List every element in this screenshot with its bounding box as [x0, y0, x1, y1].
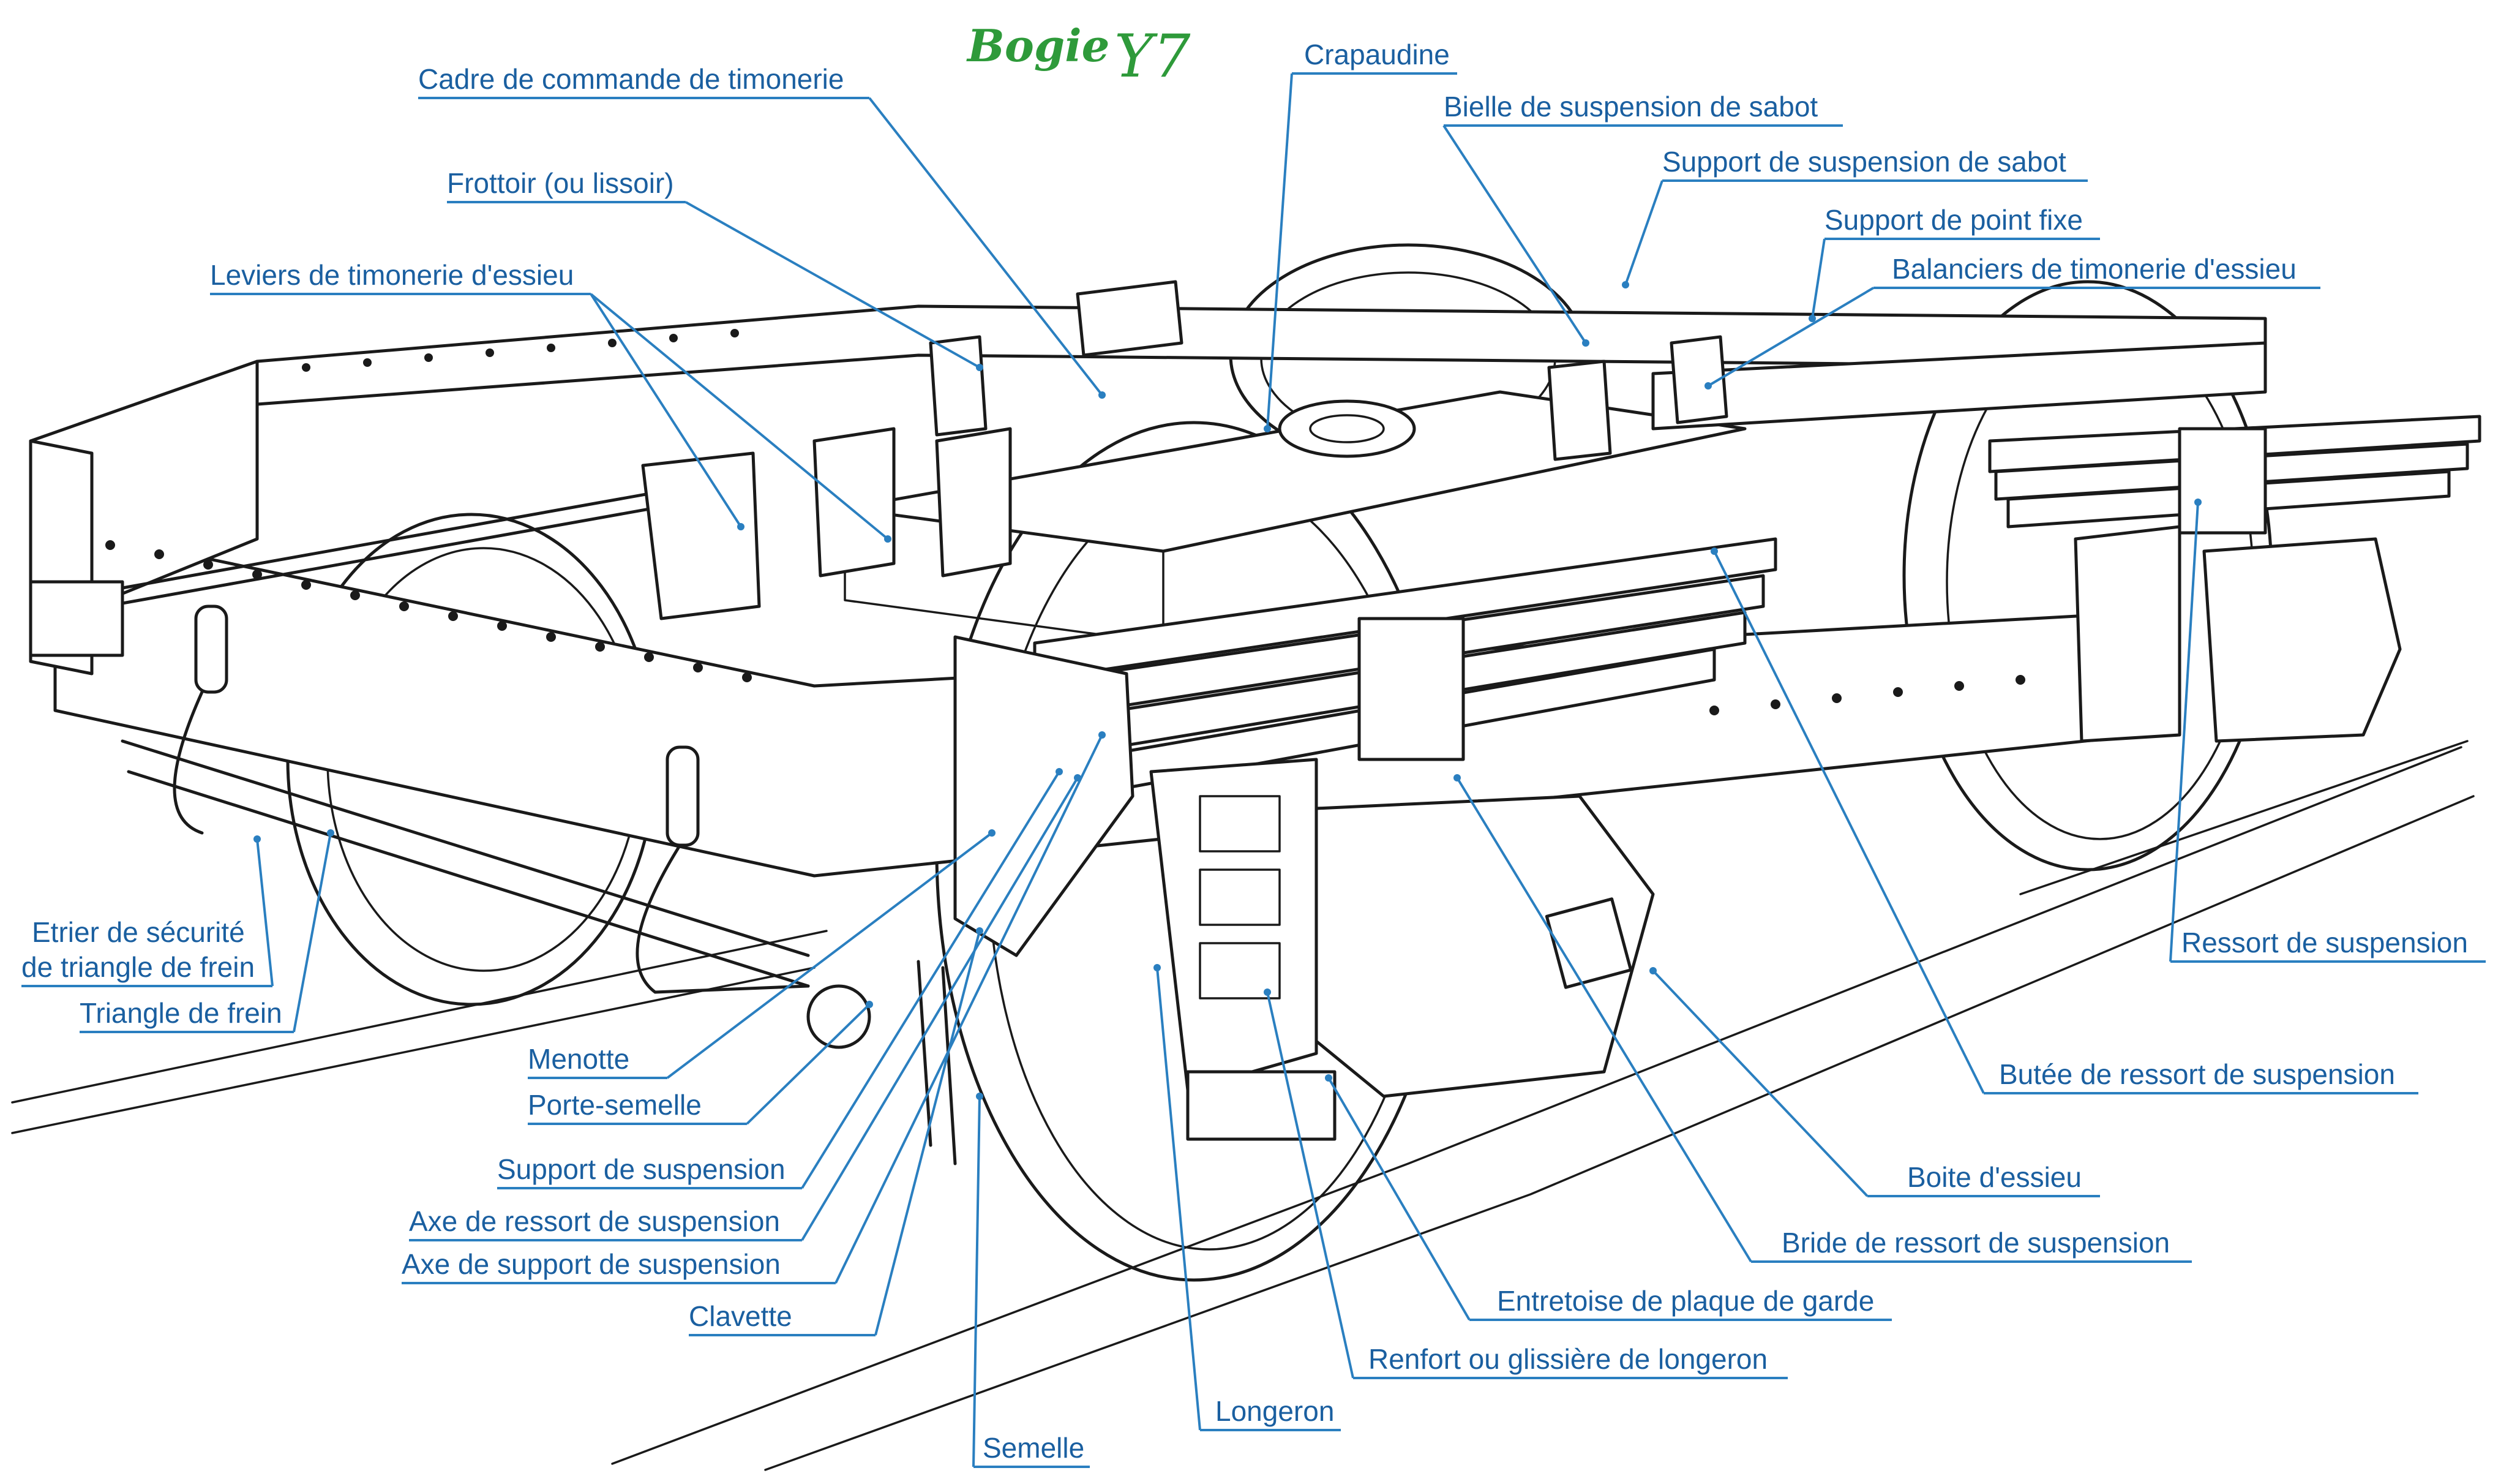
label-renfort: Renfort ou glissière de longeron	[1264, 988, 1788, 1379]
svg-text:Bielle de suspension de sabot: Bielle de suspension de sabot	[1444, 91, 1818, 122]
label-boite: Boite d'essieu	[1649, 967, 2100, 1197]
svg-text:Support de suspension de sabot: Support de suspension de sabot	[1662, 146, 2066, 178]
label-butee: Butée de ressort de suspension	[1711, 548, 2418, 1094]
label-support-sabot: Support de suspension de sabot	[1622, 146, 2088, 288]
svg-text:de triangle de frein: de triangle de frein	[21, 951, 255, 983]
label-leviers: Leviers de timonerie d'essieu	[210, 259, 891, 543]
svg-text:Etrier de sécurité: Etrier de sécurité	[32, 916, 245, 948]
svg-text:Axe de ressort de suspension: Axe de ressort de suspension	[409, 1205, 780, 1237]
upper-brackets	[641, 280, 1728, 620]
label-porte-semelle: Porte-semelle	[528, 1001, 873, 1125]
axle-box-right	[2202, 537, 2402, 743]
label-clavette: Clavette	[689, 927, 983, 1336]
diagram-model: Y7	[1114, 22, 1190, 91]
svg-text:Frottoir (ou lissoir): Frottoir (ou lissoir)	[447, 167, 674, 199]
label-longeron: Longeron	[1153, 964, 1341, 1431]
svg-text:Butée de ressort de suspension: Butée de ressort de suspension	[1999, 1058, 2395, 1090]
svg-text:Longeron: Longeron	[1215, 1395, 1334, 1427]
label-axe-support: Axe de support de suspension	[402, 731, 1106, 1284]
svg-text:Clavette: Clavette	[689, 1300, 792, 1332]
axle-box-front	[1314, 794, 1655, 1098]
svg-text:Boite d'essieu: Boite d'essieu	[1907, 1161, 2082, 1193]
svg-text:Axe de support de suspension: Axe de support de suspension	[402, 1248, 781, 1280]
rivets	[105, 329, 2025, 715]
svg-text:Leviers de timonerie d'essieu: Leviers de timonerie d'essieu	[210, 259, 574, 291]
svg-text:Support de point fixe: Support de point fixe	[1824, 204, 2083, 236]
svg-text:Renfort ou glissière de longer: Renfort ou glissière de longeron	[1368, 1343, 1768, 1375]
diagram-title: Bogie	[966, 20, 1109, 72]
guard-plate	[1149, 758, 1337, 1141]
label-point-fixe: Support de point fixe	[1809, 204, 2100, 322]
label-frottoir: Frottoir (ou lissoir)	[447, 167, 983, 371]
label-bride: Bride de ressort de suspension	[1453, 774, 2192, 1263]
label-balanciers: Balanciers de timonerie d'essieu	[1704, 253, 2320, 390]
svg-text:Bride de ressort de suspension: Bride de ressort de suspension	[1782, 1227, 2170, 1259]
svg-text:Menotte: Menotte	[528, 1043, 629, 1075]
label-triangle: Triangle de frein	[80, 829, 334, 1033]
label-support-suspension: Support de suspension	[497, 768, 1063, 1189]
label-cadre-commande: Cadre de commande de timonerie	[418, 63, 1106, 399]
label-crapaudine: Crapaudine	[1264, 39, 1457, 432]
leaf-spring-front	[1033, 537, 1777, 792]
svg-text:Support de suspension: Support de suspension	[497, 1153, 786, 1185]
leaf-spring-right	[1988, 415, 2481, 535]
svg-text:Semelle: Semelle	[983, 1432, 1084, 1464]
svg-text:Crapaudine: Crapaudine	[1304, 39, 1450, 70]
label-semelle: Semelle	[972, 1093, 1090, 1468]
left-stirrups	[29, 580, 700, 847]
svg-text:Entretoise de plaque de garde: Entretoise de plaque de garde	[1497, 1285, 1874, 1317]
label-axe-ressort: Axe de ressort de suspension	[409, 774, 1081, 1241]
svg-text:Triangle de frein: Triangle de frein	[80, 997, 282, 1029]
guard-plate-right	[2074, 525, 2181, 743]
bogie-drawing	[11, 243, 2481, 1471]
svg-text:Ressort de suspension: Ressort de suspension	[2181, 927, 2468, 958]
labels: Cadre de commande de timonerie Frottoir …	[21, 39, 2486, 1468]
label-ressort: Ressort de suspension	[2169, 499, 2486, 963]
label-entretoise: Entretoise de plaque de garde	[1325, 1074, 1892, 1321]
svg-text:Cadre de commande de timonerie: Cadre de commande de timonerie	[418, 63, 844, 95]
label-etrier: Etrier de sécurité de triangle de frein	[21, 835, 274, 987]
label-bielle-sabot: Bielle de suspension de sabot	[1442, 91, 1843, 347]
svg-text:Porte-semelle: Porte-semelle	[528, 1089, 702, 1121]
svg-text:Balanciers de timonerie d'essi: Balanciers de timonerie d'essieu	[1892, 253, 2297, 285]
label-menotte: Menotte	[528, 829, 996, 1079]
